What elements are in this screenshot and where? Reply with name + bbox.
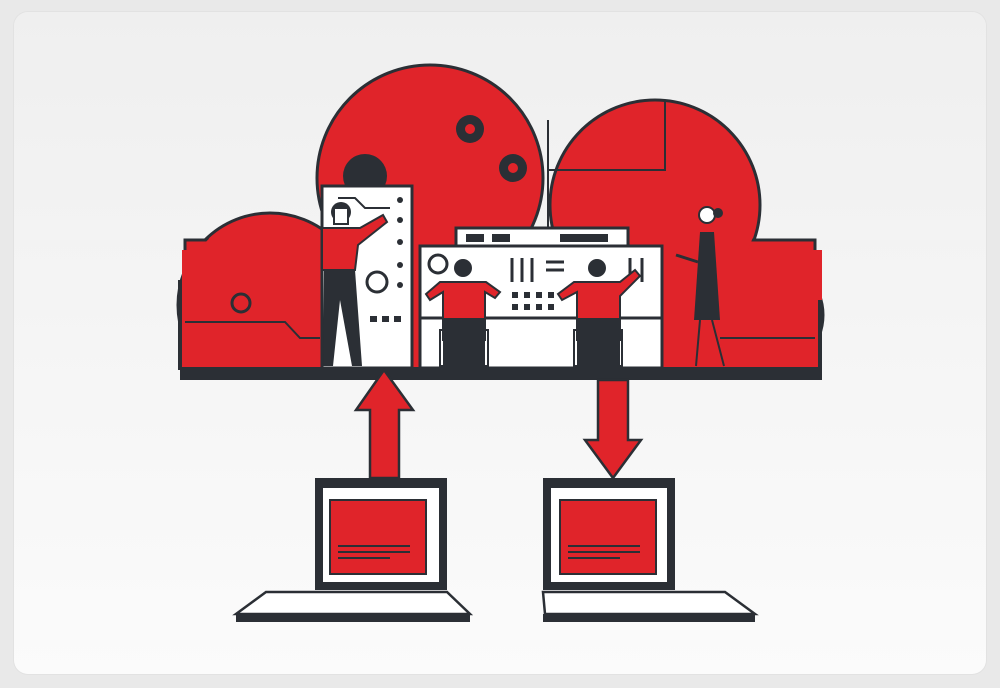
laptop-left xyxy=(232,478,474,622)
person-engineer xyxy=(321,202,389,366)
laptop-right xyxy=(541,478,759,622)
upload-arrow-icon xyxy=(353,367,416,480)
person-operator xyxy=(424,259,502,368)
person-operator xyxy=(556,259,642,368)
person-analyst xyxy=(675,206,725,367)
cloud-base xyxy=(180,367,822,380)
download-arrow-icon xyxy=(582,378,644,481)
